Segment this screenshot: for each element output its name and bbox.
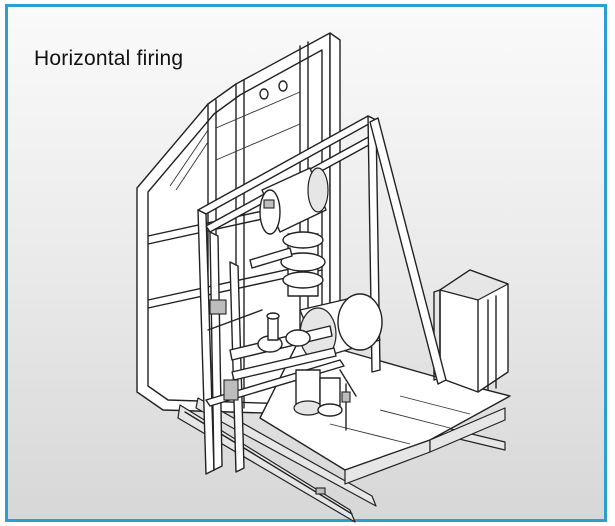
control-cabinet [433,269,509,393]
burner-assembly [209,167,383,431]
figure-caption: Horizontal firing [34,47,184,70]
